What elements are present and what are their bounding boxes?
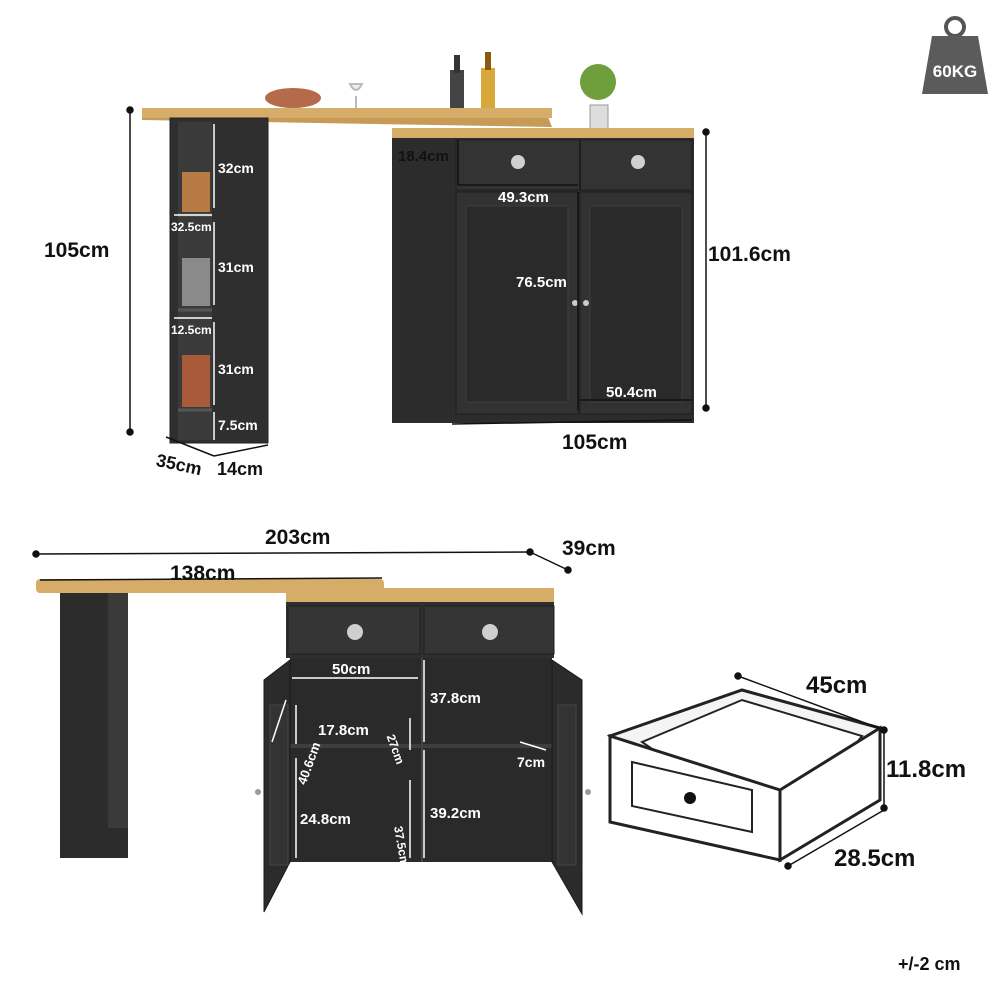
shelf-gap-3-label: 31cm <box>218 361 254 377</box>
bar-table-extended-view <box>36 579 591 916</box>
door-width-label: 50.4cm <box>606 384 657 401</box>
rack-lower-label: 37.5cm <box>391 825 412 868</box>
drawer-handle-icon <box>482 624 498 640</box>
base-height-label: 7.5cm <box>218 417 258 433</box>
inner-width-label: 50cm <box>332 661 370 678</box>
drawer-height-label: 18.4cm <box>398 148 449 165</box>
spice-jar-icon <box>182 172 210 212</box>
bottle-icon <box>450 70 464 112</box>
door-height-label: 76.5cm <box>516 274 567 291</box>
lower-shelf-label: 24.8cm <box>300 811 351 828</box>
door-knob-icon <box>255 789 261 795</box>
weight-icon <box>922 16 988 94</box>
overall-height-label: 105cm <box>44 239 109 262</box>
cabinet-height-label: 101.6cm <box>708 243 791 266</box>
bar-table-front-view <box>142 52 694 444</box>
drawer-dimension-lines <box>734 672 888 870</box>
plant-icon <box>580 64 616 100</box>
lower-height-label: 39.2cm <box>430 805 481 822</box>
door-knob-icon <box>583 300 589 306</box>
shelf-depth-2-label: 12.5cm <box>171 323 212 337</box>
shelf-gap-1-label: 32cm <box>218 160 254 176</box>
extended-length-label: 203cm <box>265 526 330 549</box>
drawer-handle-icon <box>631 155 645 169</box>
shelf-depth-1-label: 32.5cm <box>171 220 212 234</box>
bottle-icon <box>481 68 495 112</box>
bottom-view-dimension-lines <box>32 548 572 581</box>
drawer-depth-dimension-label: 28.5cm <box>834 845 915 872</box>
spice-jar-icon <box>182 355 210 407</box>
drawer-handle-icon <box>347 624 363 640</box>
top-length-label: 138cm <box>170 562 235 585</box>
upper-shelf-label: 17.8cm <box>318 722 369 739</box>
cabinet-width-label: 105cm <box>562 431 627 454</box>
rack-depth-label: 7cm <box>517 754 545 770</box>
top-view-dimension-lines <box>126 106 710 457</box>
glass-icon <box>348 83 364 111</box>
drawer-width-dimension-label: 45cm <box>806 672 867 699</box>
interior-dimension-lines <box>271 660 547 858</box>
drawer-handle-icon <box>511 155 525 169</box>
upper-height-label: 37.8cm <box>430 690 481 707</box>
depth-label: 39cm <box>562 537 616 560</box>
door-knob-icon <box>572 300 578 306</box>
tolerance-label: +/-2 cm <box>898 954 961 974</box>
drawer-handle-icon <box>684 792 696 804</box>
spice-jar-icon <box>182 258 210 306</box>
shelf-width-label: 14cm <box>217 459 263 479</box>
shelf-depth-label: 35cm <box>154 450 203 479</box>
drawer-width-label: 49.3cm <box>498 189 549 206</box>
shelf-dimension-lines <box>174 124 215 440</box>
weight-label: 60KG <box>933 62 977 81</box>
plant-pot-icon <box>589 104 609 130</box>
drawer-view <box>606 688 883 863</box>
food-icon <box>265 88 321 108</box>
drawer-height-dimension-label: 11.8cm <box>886 756 966 783</box>
shelf-gap-2-label: 31cm <box>218 259 254 275</box>
door-knob-icon <box>585 789 591 795</box>
